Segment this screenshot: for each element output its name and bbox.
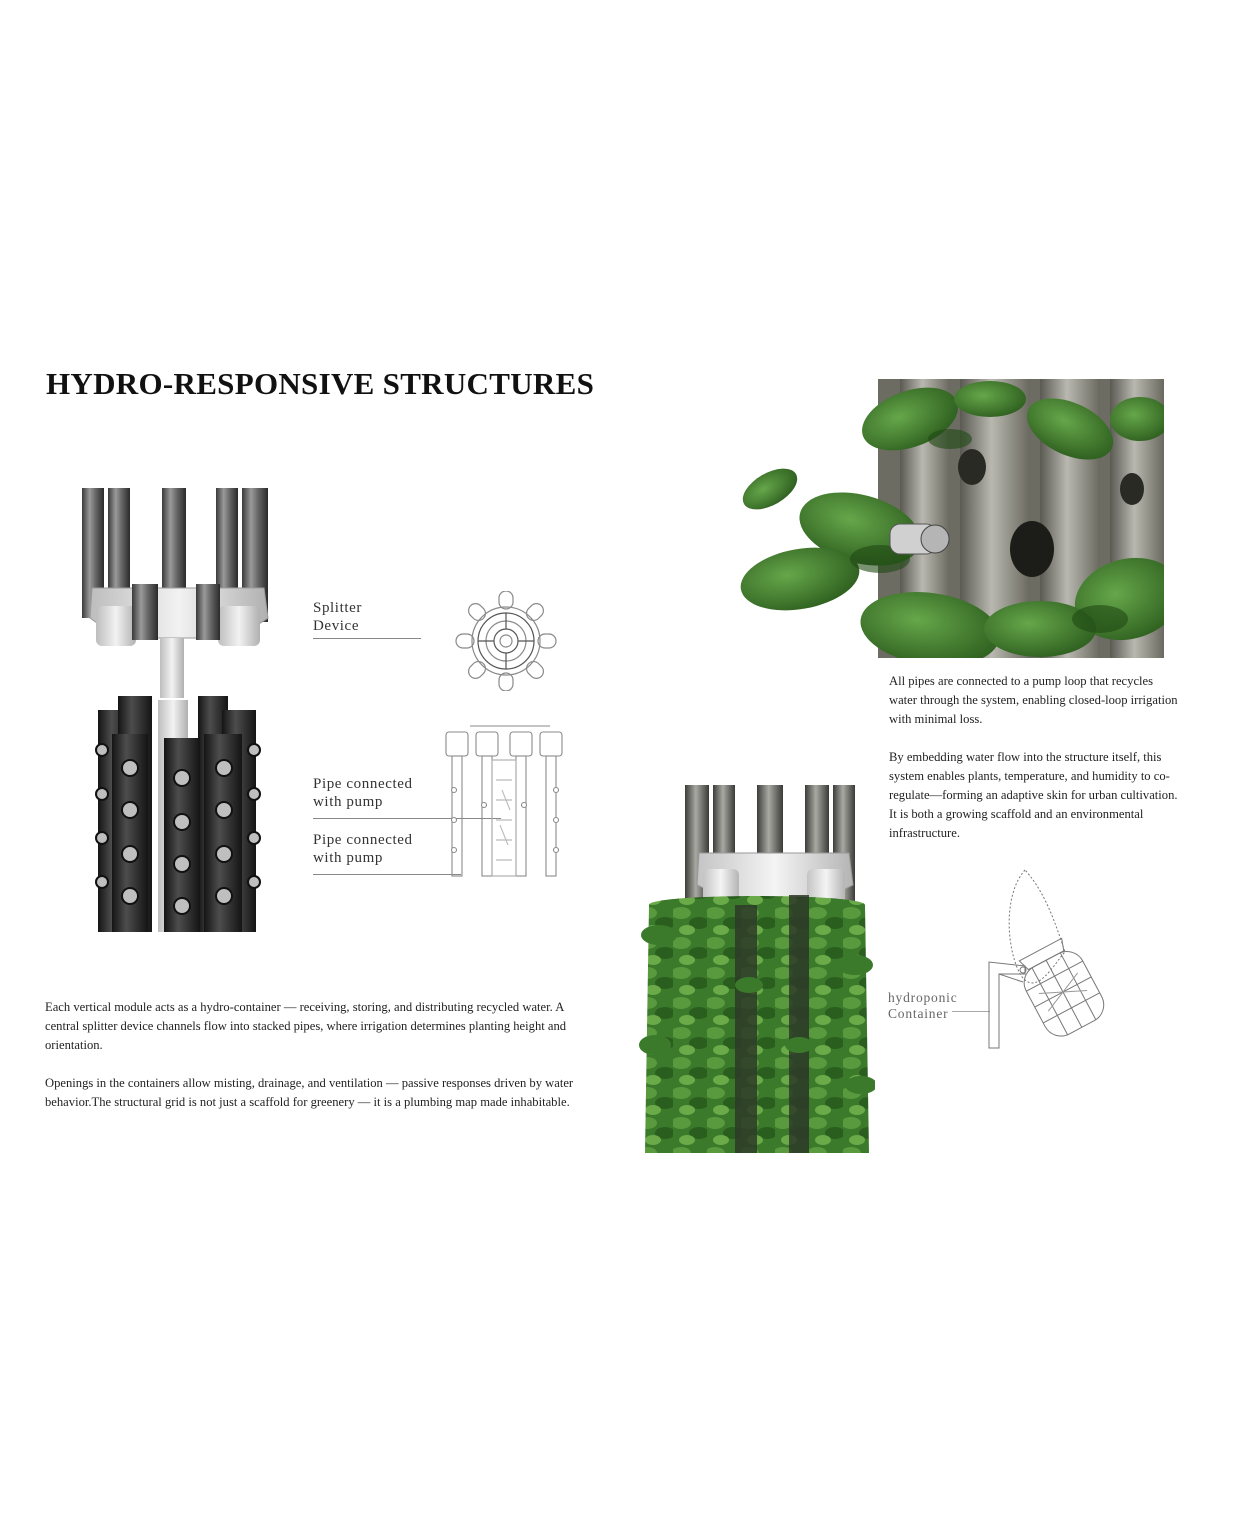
pipe-column-render (78, 488, 278, 932)
right-paragraph-2: By embedding water flow into the structu… (889, 750, 1178, 840)
pipe-section-diagram (440, 720, 580, 880)
left-paragraph-1: Each vertical module acts as a hydro-con… (45, 1000, 567, 1052)
pipe-pump-leader-line-2 (313, 874, 461, 875)
right-paragraph-1: All pipes are connected to a pump loop t… (889, 674, 1178, 726)
splitter-top-view-diagram (436, 591, 576, 691)
pipe-pump-label-1: Pipe connected with pump (313, 776, 413, 810)
hydroponic-container-label: hydroponic Container (888, 990, 958, 1021)
pipe-pump-leader-line-1 (313, 818, 501, 819)
hydroponic-container-sketch (985, 862, 1120, 1052)
splitter-leader-line (313, 638, 421, 639)
page-title: HYDRO-RESPONSIVE STRUCTURES (46, 366, 595, 401)
hydroponic-leader-line (952, 1011, 990, 1012)
left-paragraph-2: Openings in the containers allow misting… (45, 1076, 574, 1109)
left-description: Each vertical module acts as a hydro-con… (45, 998, 593, 1112)
right-description: All pipes are connected to a pump loop t… (889, 672, 1179, 843)
splitter-device-label: Splitter Device (313, 600, 362, 634)
pipe-pump-label-2: Pipe connected with pump (313, 832, 413, 866)
green-column-render (639, 785, 875, 1153)
greenery-closeup-render (740, 379, 1164, 658)
